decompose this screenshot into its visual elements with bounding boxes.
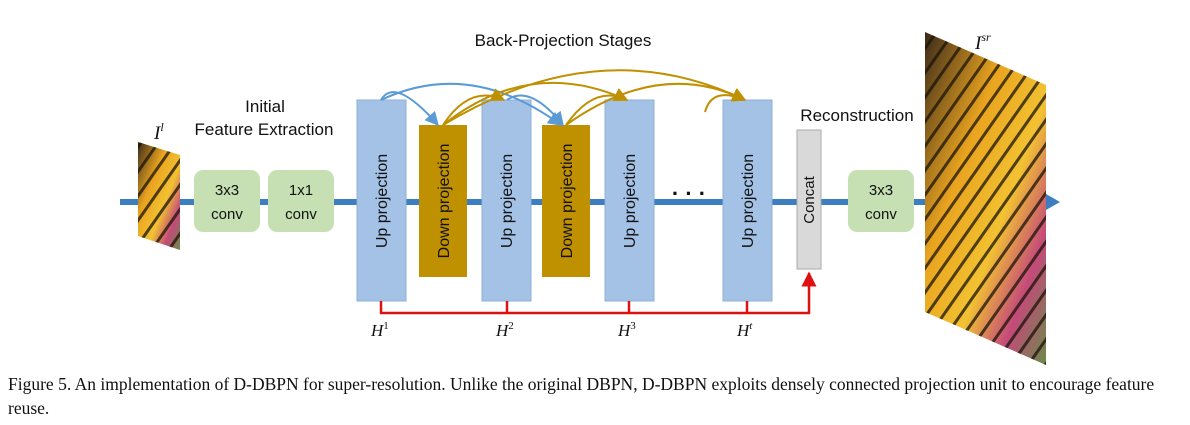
dense-connection-arcs (380, 69, 747, 127)
conv3-line1: 3x3 (869, 182, 893, 199)
conv2-line1: 1x1 (289, 182, 313, 199)
up-projection-block-2 (481, 99, 532, 302)
down-projection-label-1: Down projection (436, 144, 453, 259)
down-projection-block-2 (542, 125, 590, 277)
input-label: Il (153, 120, 164, 144)
initial-label-line1: Initial (245, 97, 285, 116)
input-label-sup: l (160, 120, 164, 134)
conv1-line2: conv (211, 206, 243, 223)
down-projection-label-2: Down projection (559, 144, 576, 259)
figure-caption: Figure 5. An implementation of D-DBPN fo… (8, 374, 1155, 418)
h-label-2: H2 (495, 320, 514, 340)
up-projection-label-t: Up projection (740, 154, 757, 248)
up-projection-block-1 (356, 99, 407, 302)
dbpn-diagram: Back-Projection Stages Initial Feature E… (120, 30, 1060, 365)
concat-block (796, 129, 822, 270)
svg-text:Il: Il (153, 120, 164, 144)
svg-text:Isr: Isr (974, 30, 991, 54)
reconstruction-label: Reconstruction (800, 106, 913, 125)
input-image (138, 142, 180, 250)
output-label-sup: sr (981, 30, 991, 44)
stage-title: Back-Projection Stages (475, 31, 652, 50)
input-label-base: I (153, 123, 162, 144)
h-label-1: H1 (370, 320, 389, 340)
conv3-line2: conv (865, 206, 897, 223)
initial-label-line2: Feature Extraction (195, 120, 334, 139)
concat-label: Concat (801, 175, 818, 223)
up-projection-label-3: Up projection (622, 154, 639, 248)
conv-1x1 (268, 170, 334, 232)
conv2-line2: conv (285, 206, 317, 223)
h-label-t: Ht (736, 320, 753, 340)
dense-skip-connection (379, 271, 817, 315)
conv-3x3-input (194, 170, 260, 232)
output-label-base: I (974, 33, 983, 54)
output-label: Isr (974, 30, 991, 54)
h-label-3: H3 (617, 320, 636, 340)
output-image (925, 32, 1046, 365)
up-projection-label-2: Up projection (499, 154, 516, 248)
ellipsis: · · · (672, 181, 706, 206)
down-projection-block-1 (419, 125, 467, 277)
up-projection-block-t (722, 99, 773, 302)
conv1-line1: 3x3 (215, 182, 239, 199)
conv-3x3-output (848, 170, 914, 232)
up-projection-label-1: Up projection (374, 154, 391, 248)
up-projection-block-3 (604, 99, 655, 302)
